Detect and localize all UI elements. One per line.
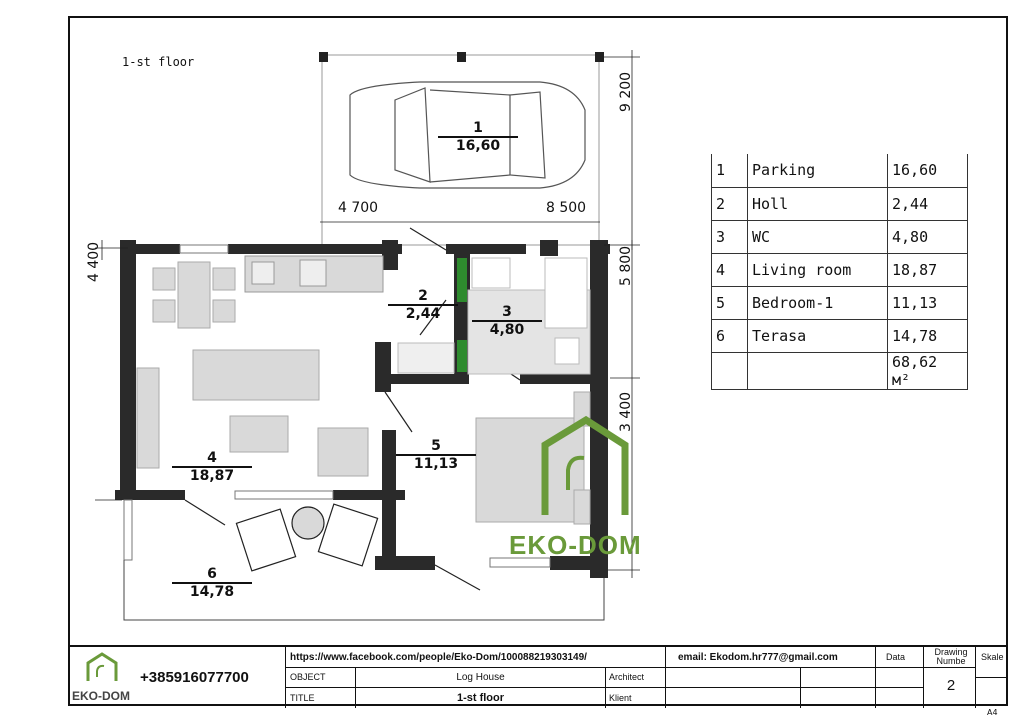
scale-label: Skale [981,652,1004,662]
title-label: TITLE [290,693,315,703]
divider [923,647,924,708]
object-label: OBJECT [290,672,326,682]
row-name: Terasa [747,319,888,353]
row-number: 4 [711,253,748,287]
parking-post [319,52,328,62]
row-area: 4,80 [887,220,968,254]
row-number: 5 [711,286,748,320]
eko-dom-logo-mark [541,415,629,515]
rule [285,667,975,668]
row-area: 16,60 [887,154,968,188]
row-area: 18,87 [887,253,968,287]
divider [285,647,286,708]
drawing-sheet [68,16,1008,706]
room-area: 16,60 [455,138,501,154]
divider [665,647,666,708]
room-area: 2,44 [405,306,441,322]
sofa [136,349,369,477]
object-value: Log House [456,672,505,683]
wc-door [457,258,467,302]
architect-label: Architect [609,672,645,682]
kitchen [244,255,384,293]
dim-left-depth: 4 400 [86,241,102,282]
blank-cell [747,352,888,390]
rule [975,677,1008,678]
table-total-row: 68,62 м² [711,352,968,390]
brand-watermark: EKO-DOM [509,530,642,560]
room-number: 3 [472,304,542,322]
room-number: 4 [172,450,252,468]
door-swings [184,227,521,591]
room-area: 11,13 [413,456,459,472]
row-name: Bedroom-1 [747,286,888,320]
dim-width-left: 4 700 [338,200,379,216]
row-name: Holl [747,187,888,221]
blank-cell [711,352,748,390]
logo-text: EKO-DOM [72,689,130,703]
room-number: 5 [396,438,476,456]
dim-parking-depth: 9 200 [618,71,634,112]
row-area: 11,13 [887,286,968,320]
drawing-number-label: Drawing Numbe [934,647,968,666]
holl-floor [397,342,455,374]
room-area: 14,78 [189,584,235,600]
drawing-number: 2 [946,677,956,694]
row-area: 2,44 [887,187,968,221]
terrace-furniture [235,503,379,572]
row-number: 6 [711,319,748,353]
row-number: 1 [711,154,748,188]
parking-post [595,52,604,62]
data-label: Data [886,652,906,662]
windows [123,244,551,568]
room-number: 1 [438,120,518,138]
dimension-lines [95,50,640,578]
room-area: 18,87 [189,468,235,484]
eko-dom-logo-icon [86,652,118,681]
dim-width-right: 8 500 [546,200,587,216]
email-address[interactable]: email: Ekodom.hr777@gmail.com [678,652,838,663]
row-area: 14,78 [887,319,968,353]
rule [285,687,923,688]
paper-size: A4 [987,708,998,717]
dim-lower-right: 3 400 [618,391,634,432]
car-drawing [349,81,586,189]
row-name: WC [747,220,888,254]
row-number: 2 [711,187,748,221]
row-name: Living room [747,253,888,287]
holl-door [457,340,467,372]
total-area: 68,62 м² [887,352,968,390]
wc-room [467,257,591,375]
dim-upper-right: 5 800 [618,245,634,286]
phone-number: +385916077700 [140,669,249,686]
room-number: 6 [172,566,252,584]
row-name: Parking [747,154,888,188]
klient-label: Klient [609,693,632,703]
title-block: EKO-DOM +385916077700 https://www.facebo… [68,645,1008,708]
facebook-link[interactable]: https://www.facebook.com/people/Eko-Dom/… [290,652,587,663]
room-number: 2 [388,288,458,306]
parking-post [457,52,466,62]
terrace [123,560,605,621]
divider [875,647,876,708]
title-value: 1-st floor [456,692,505,704]
room-area: 4,80 [489,322,525,338]
floor-label: 1-st floor [122,55,195,69]
row-number: 3 [711,220,748,254]
dining [152,261,236,329]
